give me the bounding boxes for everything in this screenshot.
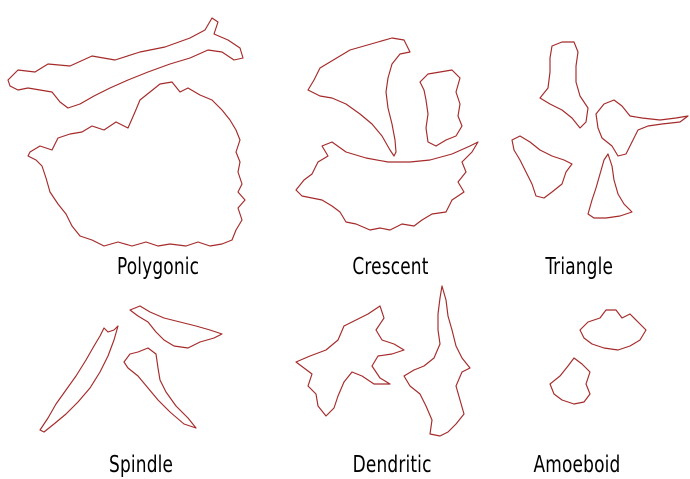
crescent-cell-small (420, 70, 462, 146)
label-dendritic: Dendritic (353, 452, 432, 478)
triangle-cell-right (596, 100, 688, 156)
dendritic-cells (296, 286, 470, 436)
dendritic-cell-branched (296, 306, 404, 416)
polygonic-cell-large (28, 82, 245, 246)
crescent-cells (296, 38, 478, 230)
spindle-cell-oval (130, 306, 222, 348)
label-amoeboid: Amoeboid (534, 452, 621, 478)
amoeboid-cell-lower (550, 358, 590, 404)
triangle-cell-left (512, 136, 572, 198)
spindle-cell-tapered (124, 348, 196, 428)
triangle-cell-bottom (588, 154, 632, 218)
label-spindle: Spindle (109, 452, 173, 478)
spindle-cells (40, 306, 222, 432)
crescent-cell-fan (308, 38, 410, 156)
triangle-cells (512, 42, 688, 218)
polygonic-cell-elongated (8, 18, 243, 108)
spindle-cell-long (40, 326, 118, 432)
polygonic-cells (8, 18, 245, 246)
label-polygonic: Polygonic (117, 254, 199, 280)
triangle-cell-upper (540, 42, 588, 128)
amoeboid-cell-upper (580, 310, 646, 350)
label-crescent: Crescent (352, 254, 428, 280)
crescent-cell-arc (296, 142, 478, 230)
amoeboid-cells (550, 310, 646, 404)
dendritic-cell-stellate (404, 286, 470, 436)
label-triangle: Triangle (545, 254, 613, 280)
